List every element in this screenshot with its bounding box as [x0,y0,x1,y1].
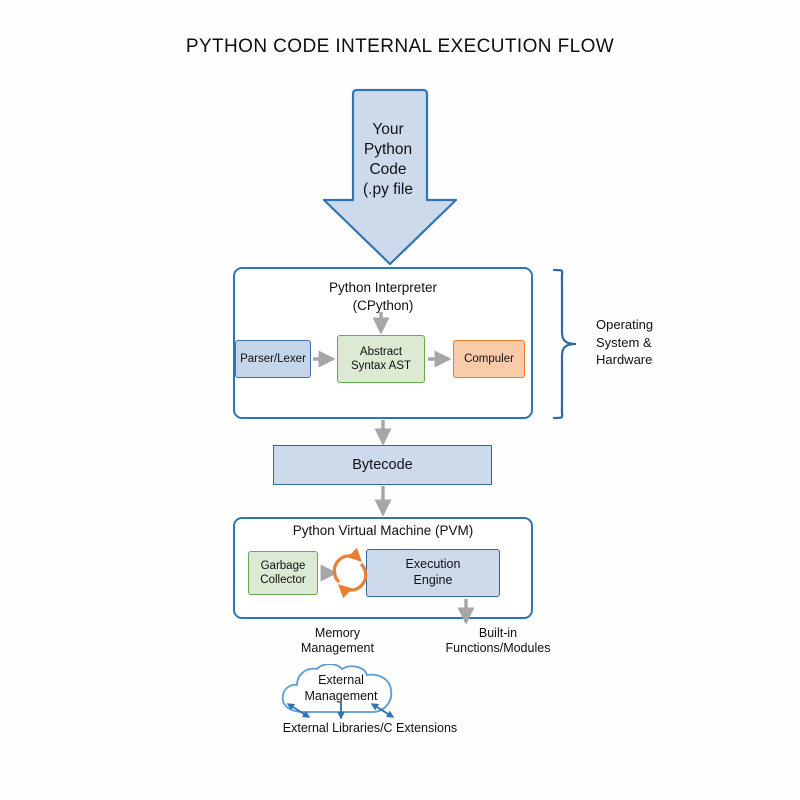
pvm-title: Python Virtual Machine (PVM) [292,523,474,538]
os-label-line-3: Hardware [596,352,653,368]
execution-engine-label: Execution Engine [406,557,461,588]
arrow-line-2: Python [363,141,413,159]
arrow-line-4: (.py file [363,181,413,199]
cloud-line-2: Management [304,688,378,703]
arrow-line-3: Code [369,161,407,179]
arrow-line-1: Your [372,121,404,138]
page-title: PYTHON CODE INTERNAL EXECUTION FLOW [185,36,615,57]
parser-lexer-box[interactable]: Parser/Lexer [235,340,311,378]
external-management-label: External Management [281,673,401,704]
ast-label-line-2: Syntax AST [350,360,412,372]
external-management-cloud[interactable] [278,664,402,716]
builtin-line-1: Built-in [478,626,518,640]
memory-line-2: Management [301,640,374,655]
interpreter-title-line-2: (CPython) [352,298,414,314]
compiler-box[interactable]: Compuler [453,340,525,378]
os-label-line-2: System & [596,334,652,350]
bytecode-box[interactable]: Bytecode [273,445,492,485]
gc-label-line-1: Garbage [260,559,306,572]
cloud-line-1: External [318,673,364,687]
engine-label-line-2: Engine [413,573,453,587]
parser-lexer-label: Parser/Lexer [240,352,306,365]
os-label-line-1: Operating [596,317,654,332]
your-python-code-arrow [322,88,458,266]
operating-system-brace-icon [552,268,577,420]
operating-system-hardware-label: Operating System & Hardware [596,316,736,369]
interpreter-title-line-1: Python Interpreter [328,280,438,295]
abstract-syntax-ast-box[interactable]: Abstract Syntax AST [337,335,425,383]
engine-label-line-1: Execution [405,557,461,572]
memory-line-1: Memory [314,626,361,640]
gc-label-line-2: Collector [260,574,306,586]
garbage-collector-label: Garbage Collector [260,559,305,588]
garbage-collector-box[interactable]: Garbage Collector [248,551,318,595]
your-python-code-label: Your Python Code (.py file [333,120,443,201]
python-interpreter-title: Python Interpreter (CPython) [243,279,523,315]
external-libraries-label: External Libraries/C Extensions [282,721,458,735]
builtin-line-2: Functions/Modules [445,640,551,655]
bytecode-label: Bytecode [352,457,413,473]
ast-label-line-1: Abstract [359,345,403,358]
builtin-functions-modules-label: Built-in Functions/Modules [413,626,583,656]
ast-label: Abstract Syntax AST [351,345,411,374]
execution-engine-box[interactable]: Execution Engine [366,549,500,597]
compiler-label: Compuler [464,352,514,365]
memory-management-label: Memory Management [270,626,405,656]
